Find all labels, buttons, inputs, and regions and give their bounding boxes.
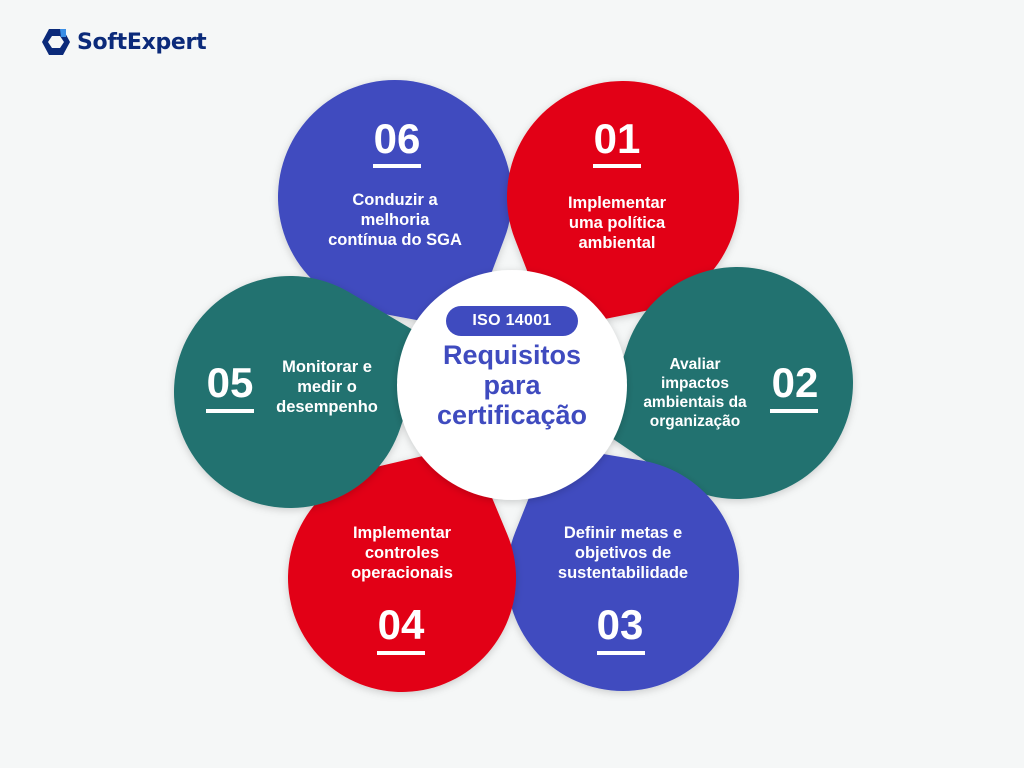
step-06-number: 06 xyxy=(373,115,421,162)
softexpert-hexagon-logo-icon xyxy=(42,29,70,55)
step-02-number: 02 xyxy=(771,359,819,406)
petal-step-01 xyxy=(506,81,739,330)
step-04-label: Implementar controles operacionais xyxy=(351,524,453,582)
petal-step-02 xyxy=(600,266,853,499)
brand-logo: SoftExpert xyxy=(41,28,207,56)
step-02-label: Avaliar impactos ambientais da organizaç… xyxy=(643,356,747,430)
step-06-underline xyxy=(373,164,421,168)
step-03-label: Definir metas e objetivos de sustentabil… xyxy=(557,524,689,582)
step-05-number: 05 xyxy=(206,359,254,406)
step-02-underline xyxy=(770,409,818,413)
step-06-label: Conduzir a melhoria contínua do SGA xyxy=(328,191,462,249)
step-03-number: 03 xyxy=(596,601,644,648)
step-04-number: 04 xyxy=(377,601,425,648)
step-04-underline xyxy=(377,651,425,655)
step-01-label: Implementar uma política ambiental xyxy=(567,194,667,252)
petal-step-06 xyxy=(278,80,512,330)
iso-badge: ISO 14001 xyxy=(446,306,578,336)
brand-name: SoftExpert xyxy=(77,29,207,55)
center-title: Requisitos para certificação xyxy=(436,340,588,430)
petal-step-04 xyxy=(287,445,516,692)
step-03-underline xyxy=(597,651,645,655)
step-05-label: Monitorar e medir o desempenho xyxy=(276,358,378,416)
step-01-number: 01 xyxy=(593,115,641,162)
step-01-underline xyxy=(593,164,641,168)
petal-step-05 xyxy=(174,275,430,508)
petal-step-03 xyxy=(506,445,739,691)
step-05-underline xyxy=(206,409,254,413)
